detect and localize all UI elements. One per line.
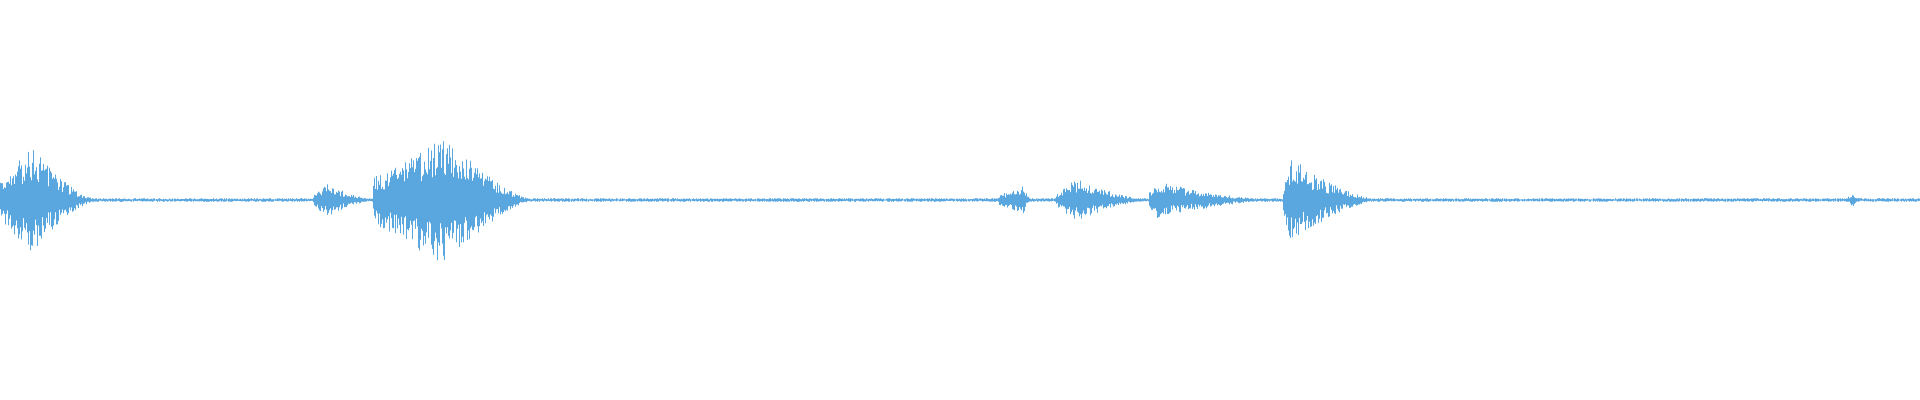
waveform-bars: [0, 141, 1920, 261]
waveform-signal: [0, 141, 1920, 261]
